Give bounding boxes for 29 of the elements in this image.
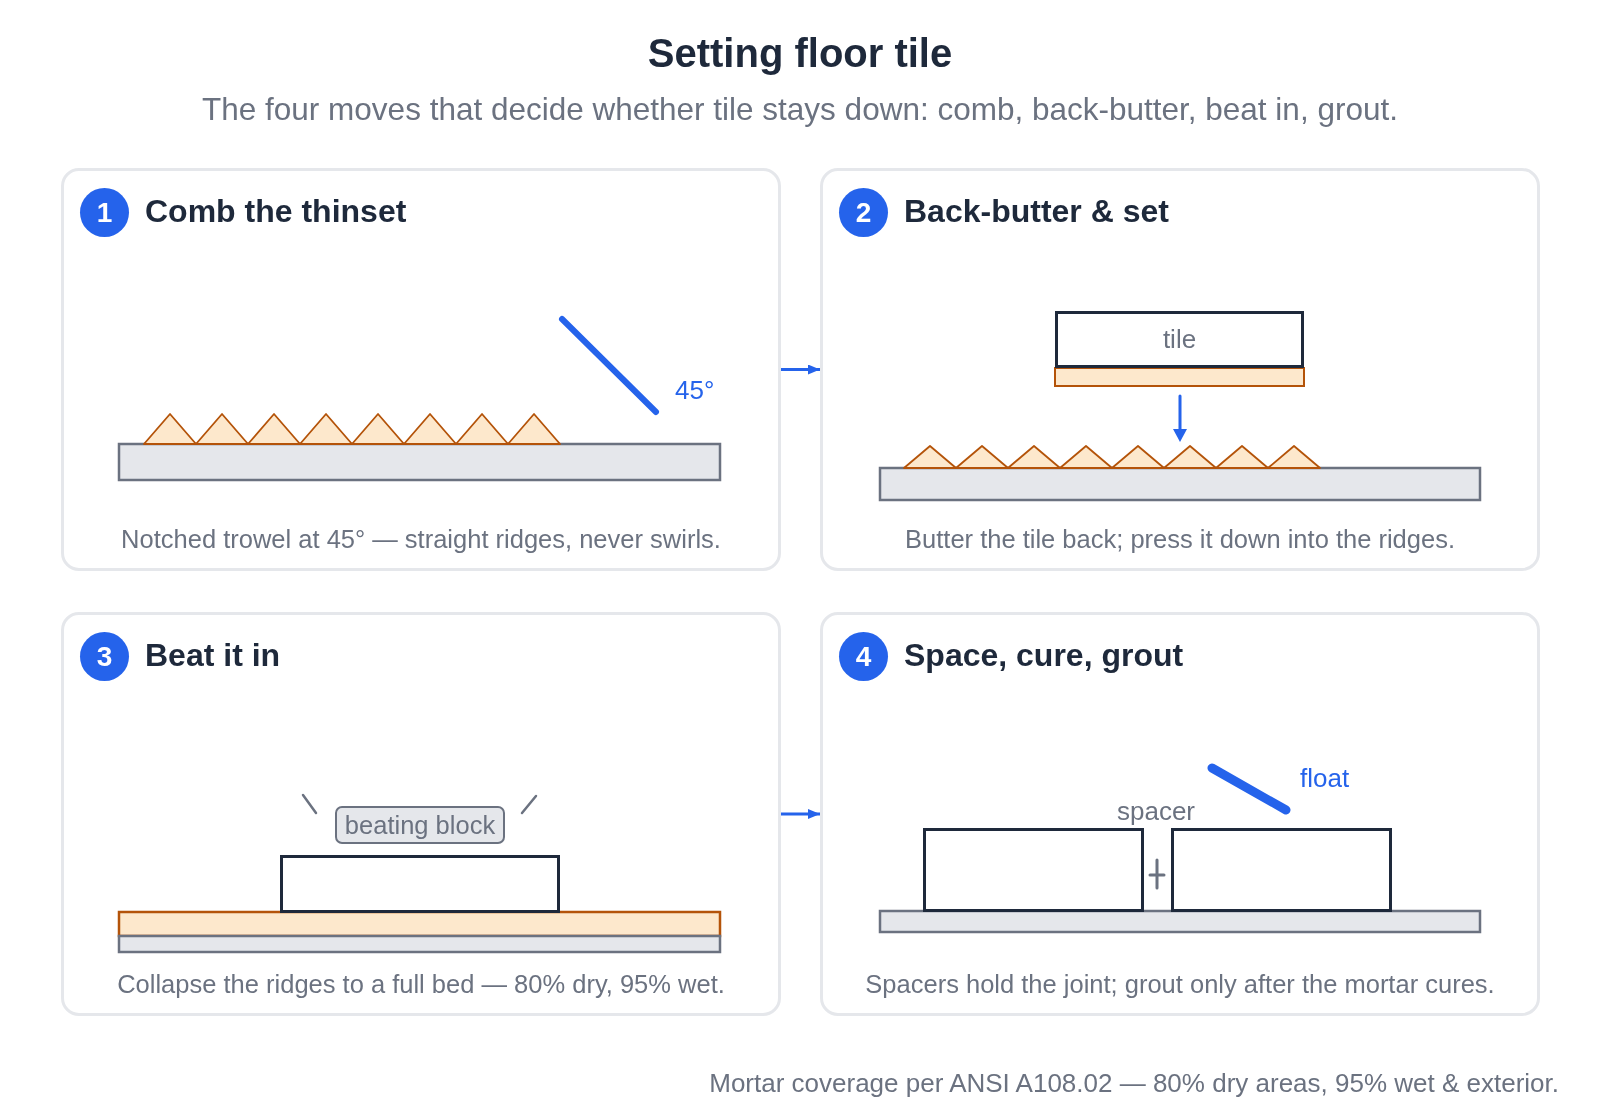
step-caption: Spacers hold the joint; grout only after the mortar cures. <box>865 969 1495 1000</box>
step-number: 1 <box>80 188 129 237</box>
step-card <box>820 168 1540 571</box>
arrow <box>781 364 820 375</box>
step-caption: Butter the tile back; press it down into the ridges. <box>905 524 1455 555</box>
tile-block <box>1171 828 1392 912</box>
step-number: 4 <box>839 632 888 681</box>
step-card <box>61 168 781 571</box>
step-card <box>61 612 781 1016</box>
block-tag: beating block <box>335 806 505 844</box>
tile-block <box>923 828 1144 912</box>
tile-block <box>280 855 560 913</box>
step-number: 2 <box>839 188 888 237</box>
part-label: spacer <box>1117 794 1195 828</box>
step-caption: Notched trowel at 45° — straight ridges, never swirls. <box>121 524 721 555</box>
title: Setting floor tile <box>647 30 953 77</box>
step-caption: Collapse the ridges to a full bed — 80% dry, 95% wet. <box>117 969 725 1000</box>
step-title: Back-butter & set <box>904 192 1169 231</box>
step-number: 3 <box>80 632 129 681</box>
step-card <box>820 612 1540 1016</box>
step-title: Beat it in <box>145 636 281 675</box>
footnote: Mortar coverage per ANSI A108.02 — 80% dry areas, 95% wet & exterior. <box>709 1066 1559 1100</box>
arrow <box>781 809 820 819</box>
step-title: Space, cure, grout <box>904 636 1184 675</box>
tool-label: float <box>1300 761 1350 795</box>
step-title: Comb the thinset <box>145 192 407 231</box>
subtitle: The four moves that decide whether tile stays down: comb, back-butter, beat in, grout. <box>202 89 1398 129</box>
tile-block: tile <box>1055 311 1304 368</box>
angle-label: 45° <box>675 373 715 407</box>
